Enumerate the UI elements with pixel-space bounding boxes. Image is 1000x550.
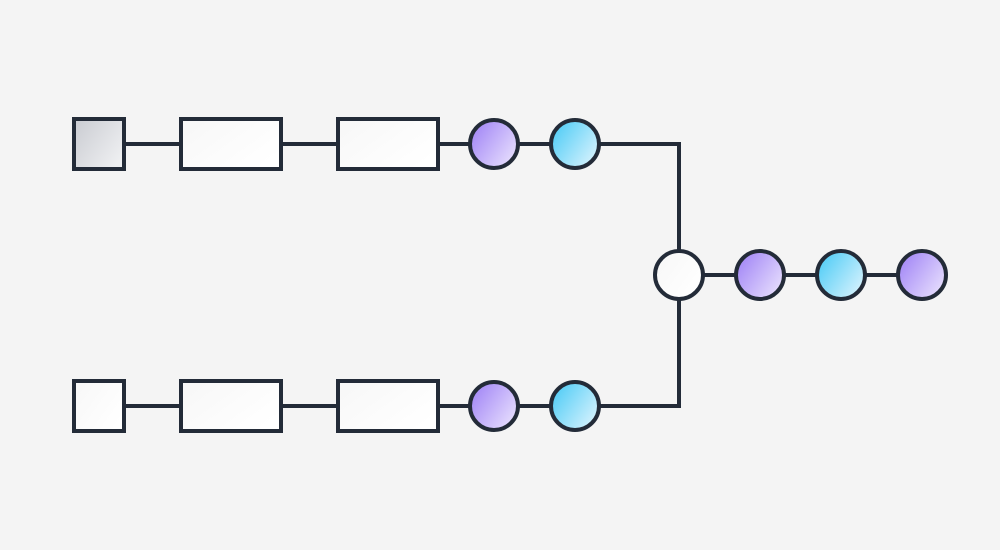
lower-node-2-rectangle [179, 379, 283, 433]
upper-merge-connector [599, 142, 681, 251]
lower-node-3-rectangle [336, 379, 440, 433]
upper-node-5-circle [549, 118, 601, 170]
lower-merge-connector [599, 299, 681, 408]
output-node-1-circle [734, 249, 786, 301]
lower-node-5-circle [549, 380, 601, 432]
upper-node-4-circle [468, 118, 520, 170]
lower-node-4-circle [468, 380, 520, 432]
output-node-3-circle [896, 249, 948, 301]
edges-layer [124, 142, 898, 408]
nodes-layer [72, 117, 948, 433]
upper-node-2-rectangle [179, 117, 283, 171]
output-node-2-circle [815, 249, 867, 301]
merge-node-circle [653, 249, 705, 301]
upper-node-3-rectangle [336, 117, 440, 171]
upper-node-1-square [72, 117, 126, 171]
lower-node-1-square [72, 379, 126, 433]
